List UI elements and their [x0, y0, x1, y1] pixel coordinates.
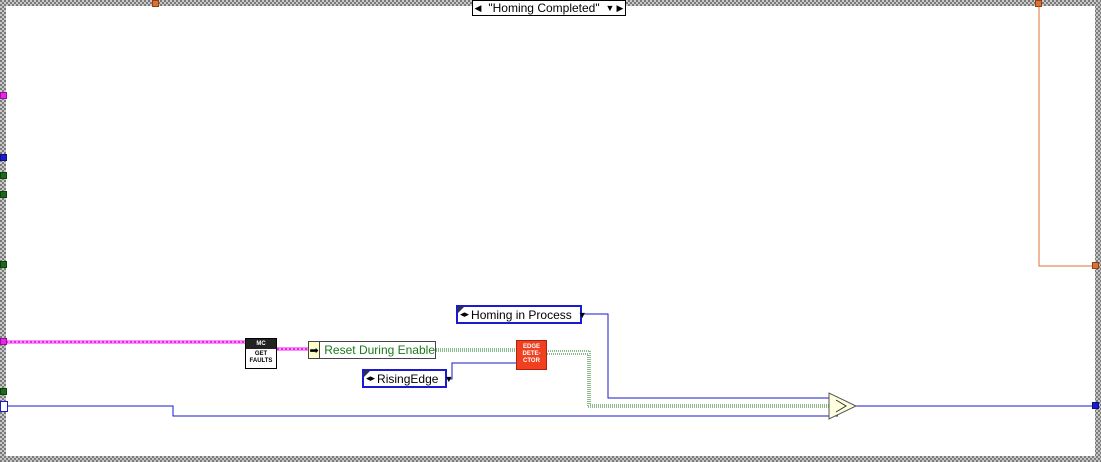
boolean-wire-select-2[interactable]	[436, 350, 832, 406]
tunnel-pink-left-2[interactable]	[0, 338, 7, 345]
chevron-down-icon[interactable]: ▼	[577, 309, 587, 320]
tunnel-green-left-4[interactable]	[0, 388, 7, 395]
chevron-down-icon[interactable]: ▼	[444, 373, 454, 384]
edge-type-value: RisingEdge	[377, 371, 439, 386]
enum-wire-homing[interactable]	[582, 313, 832, 399]
tunnel-pink-left[interactable]	[0, 92, 7, 99]
tunnel-blue-left[interactable]	[0, 154, 7, 161]
tunnel-green-left-3[interactable]	[0, 261, 7, 268]
boolean-wire-select[interactable]	[547, 353, 832, 408]
enum-wire-bottom[interactable]	[6, 405, 838, 417]
down-triangle-icon[interactable]: ▼	[605, 3, 615, 13]
homing-status-value: Homing in Process	[471, 307, 572, 322]
tunnel-green-left-1[interactable]	[0, 172, 7, 179]
get-faults-subvi[interactable]: MC GET FAULTS	[245, 338, 277, 369]
subvi-header: MC	[246, 339, 276, 349]
tunnel-blue-right[interactable]	[1092, 402, 1099, 409]
left-triangle-icon[interactable]: ◀	[474, 3, 482, 13]
tunnel-orange-right[interactable]	[1092, 262, 1099, 269]
arrow-right-icon: ➡	[309, 342, 321, 358]
case-selector[interactable]: ◀ "Homing Completed" ▼ ▶	[472, 0, 626, 16]
right-triangle-icon[interactable]: ▶	[616, 3, 624, 13]
enum-wire-edge-type[interactable]	[447, 362, 516, 380]
increment-decrement-icon[interactable]: ◂▸	[460, 309, 470, 319]
edge-detector-label: EDGE DETE- CTOR	[522, 344, 541, 364]
increment-decrement-icon[interactable]: ◂▸	[366, 373, 376, 383]
case-selector-label: "Homing Completed"	[488, 1, 600, 15]
orange-wire[interactable]	[1038, 6, 1097, 267]
tunnel-orange-top-right[interactable]	[1035, 0, 1042, 7]
constant-corner-icon	[364, 371, 370, 377]
unbundle-by-name-node[interactable]: ➡ Reset During Enable	[308, 341, 436, 359]
constant-corner-icon	[458, 307, 464, 313]
edge-detector-subvi[interactable]: EDGE DETE- CTOR	[516, 340, 547, 370]
cluster-wire[interactable]	[6, 340, 308, 351]
tunnel-orange-top[interactable]	[152, 0, 159, 7]
edge-type-constant[interactable]: ◂▸ RisingEdge ▼	[362, 369, 453, 388]
case-selector-terminal[interactable]	[0, 401, 8, 412]
select-node[interactable]	[828, 392, 858, 420]
homing-status-constant[interactable]: ◂▸ Homing in Process ▼	[456, 305, 587, 324]
unbundle-field-label: Reset During Enable	[324, 343, 435, 357]
subvi-label: GET FAULTS	[249, 351, 273, 364]
tunnel-green-left-2[interactable]	[0, 191, 7, 198]
